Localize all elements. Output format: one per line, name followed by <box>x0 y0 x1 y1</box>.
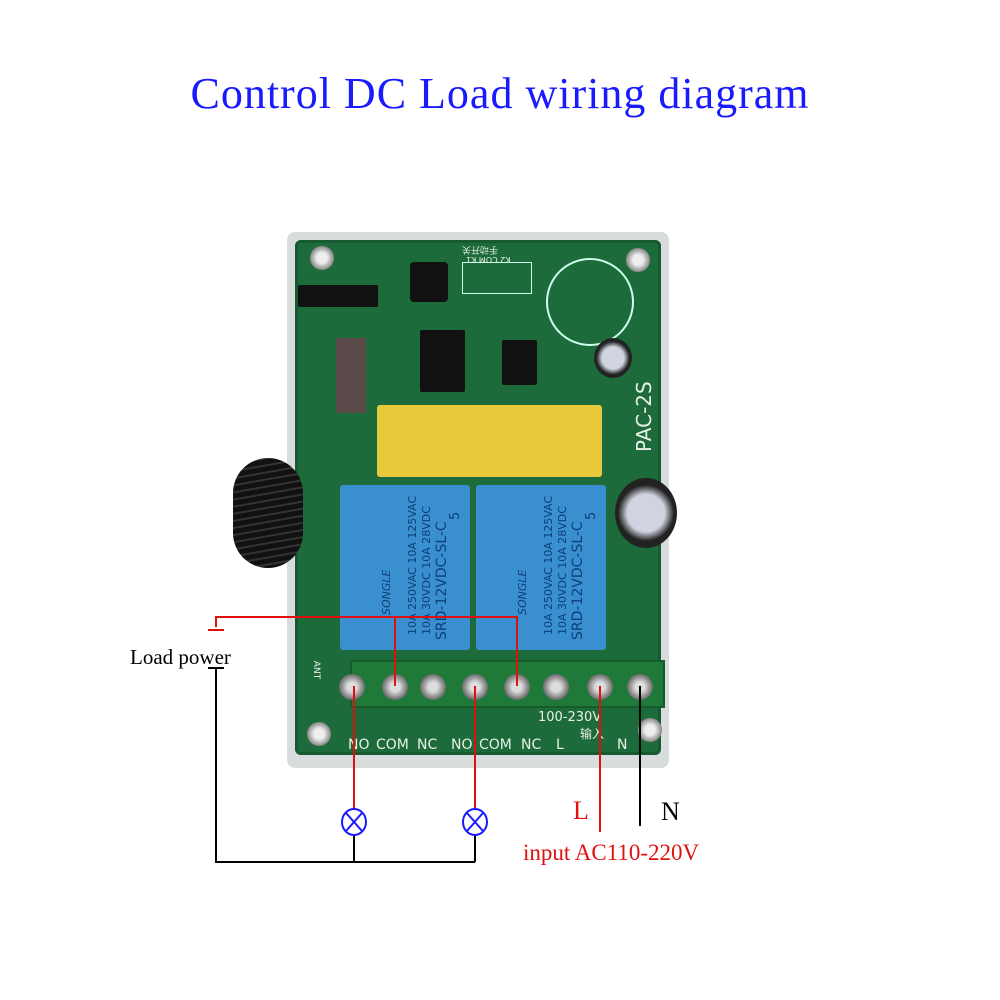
terminal-label-n: N <box>617 737 628 753</box>
terminal-screw-no1 <box>339 674 365 700</box>
terminal-label-com1: COM <box>376 737 409 753</box>
learn-button <box>410 262 448 302</box>
lamp-icon <box>462 808 488 836</box>
input-voltage-label: input AC110-220V <box>523 840 700 865</box>
buzzer-outline <box>546 258 634 346</box>
mount-screw <box>310 246 334 270</box>
input-chinese-label: 输入 <box>580 727 605 741</box>
terminal-label-l: L <box>556 737 564 753</box>
load-power-label: Load power <box>130 645 231 669</box>
manual-switch-header <box>462 262 532 294</box>
jumper-header <box>298 285 378 307</box>
terminal-screw-nc1 <box>420 674 446 700</box>
mount-screw <box>638 718 662 742</box>
relay-2: SONGLE 10A 250VAC 10A 125VAC 10A 30VDC 1… <box>476 485 606 650</box>
antenna-coil <box>233 458 303 568</box>
capacitor <box>615 478 677 548</box>
mount-screw <box>626 248 650 272</box>
diagram-title: Control DC Load wiring diagram <box>190 69 810 118</box>
neutral-label: N <box>661 797 680 826</box>
load-power-positive-wire <box>215 616 518 686</box>
live-label: L <box>573 796 589 825</box>
ic-chip <box>502 340 537 385</box>
x2-capacitor <box>377 405 602 477</box>
lamp-icon <box>341 808 367 836</box>
ic-chip <box>420 330 465 392</box>
load-power-negative-wire <box>215 668 475 863</box>
terminal-label-com2: COM <box>479 737 512 753</box>
rf-module <box>336 338 366 413</box>
capacitor <box>594 338 632 378</box>
mount-screw <box>307 722 331 746</box>
terminal-label-nc1: NC <box>417 737 438 753</box>
voltage-label: 100-230V <box>538 710 602 725</box>
relay-1: SONGLE 10A 250VAC 10A 125VAC 10A 30VDC 1… <box>340 485 470 650</box>
terminal-screw-nc2 <box>543 674 569 700</box>
terminal-label-no2: NO <box>451 737 473 753</box>
terminal-label-nc2: NC <box>521 737 542 753</box>
